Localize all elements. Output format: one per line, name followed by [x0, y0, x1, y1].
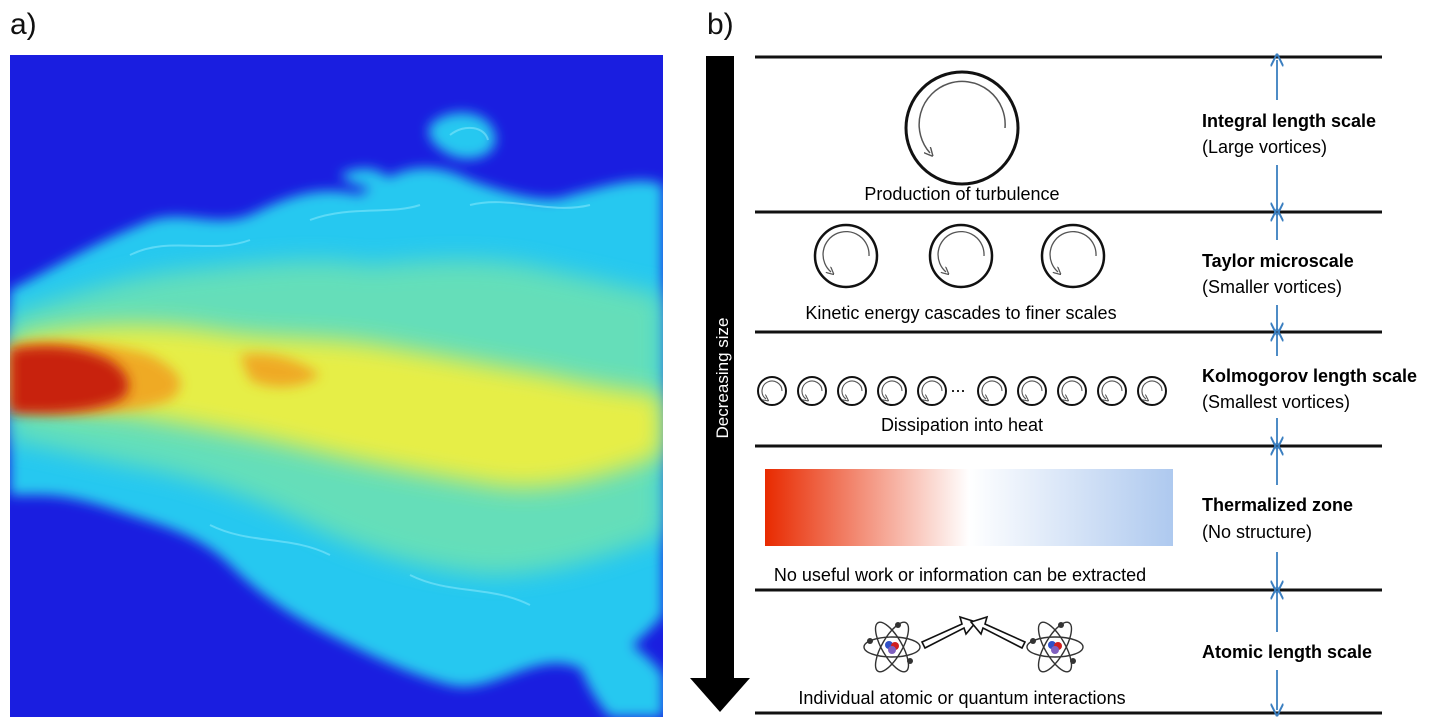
decreasing-size-label: Decreasing size [713, 318, 732, 439]
medium-vortex-icon [813, 223, 879, 289]
kolmogorov-ellipsis: ... [950, 376, 965, 396]
thermalized-zone-row: No useful work or information can be ext… [765, 469, 1353, 585]
kolmogorov-scale-title: Kolmogorov length scale [1202, 366, 1417, 386]
kolmogorov-scale-caption: Dissipation into heat [881, 415, 1043, 435]
taylor-scale-row: Kinetic energy cascades to finer scales … [805, 223, 1354, 323]
decreasing-size-arrow: Decreasing size [690, 56, 750, 712]
large-vortex-swirl [918, 80, 1006, 153]
atomic-scale-row: Individual atomic or quantum interaction… [798, 615, 1372, 708]
thermalized-zone-subtitle: (No structure) [1202, 522, 1312, 542]
integral-scale-caption: Production of turbulence [864, 184, 1059, 204]
taylor-scale-caption: Kinetic energy cascades to finer scales [805, 303, 1116, 323]
thermalized-zone-title: Thermalized zone [1202, 495, 1353, 515]
small-vortex-icon [797, 376, 827, 406]
panel-b-label: b) [707, 8, 734, 41]
interaction-arrow-right-icon [920, 615, 978, 650]
atomic-scale-caption: Individual atomic or quantum interaction… [798, 688, 1125, 708]
taylor-scale-title: Taylor microscale [1202, 251, 1354, 271]
turbulence-field-image [10, 55, 663, 717]
jet-red-core [10, 346, 129, 414]
large-vortex-icon [904, 70, 1020, 186]
small-vortex-icon [1137, 376, 1167, 406]
thermalized-zone-caption: No useful work or information can be ext… [774, 565, 1146, 585]
small-vortex-group [757, 376, 1167, 406]
small-vortex-icon [837, 376, 867, 406]
integral-scale-title: Integral length scale [1202, 111, 1376, 131]
jet-swirl-streaks [129, 126, 591, 606]
jet-yellow-layer [10, 324, 663, 488]
kolmogorov-scale-row: ... Dissipation into heat Kolmogorov len… [757, 366, 1417, 435]
taylor-scale-subtitle: (Smaller vortices) [1202, 277, 1342, 297]
interaction-arrow-left-icon [969, 615, 1027, 650]
integral-scale-row: Production of turbulence Integral length… [864, 70, 1376, 204]
small-vortex-icon [1017, 376, 1047, 406]
small-vortex-icon [917, 376, 947, 406]
small-vortex-icon [877, 376, 907, 406]
small-vortex-icon [757, 376, 787, 406]
integral-scale-subtitle: (Large vortices) [1202, 137, 1327, 157]
panel-a-label: a) [10, 8, 37, 41]
atom-icon [1026, 621, 1084, 673]
atom-icon [863, 621, 921, 673]
small-vortex-icon [1097, 376, 1127, 406]
atomic-scale-title: Atomic length scale [1202, 642, 1372, 662]
medium-vortex-icon [928, 223, 994, 289]
thermal-gradient-bar [765, 469, 1173, 546]
medium-vortex-icon [1040, 223, 1106, 289]
small-vortex-icon [977, 376, 1007, 406]
kolmogorov-scale-subtitle: (Smallest vortices) [1202, 392, 1350, 412]
small-vortex-icon [1057, 376, 1087, 406]
